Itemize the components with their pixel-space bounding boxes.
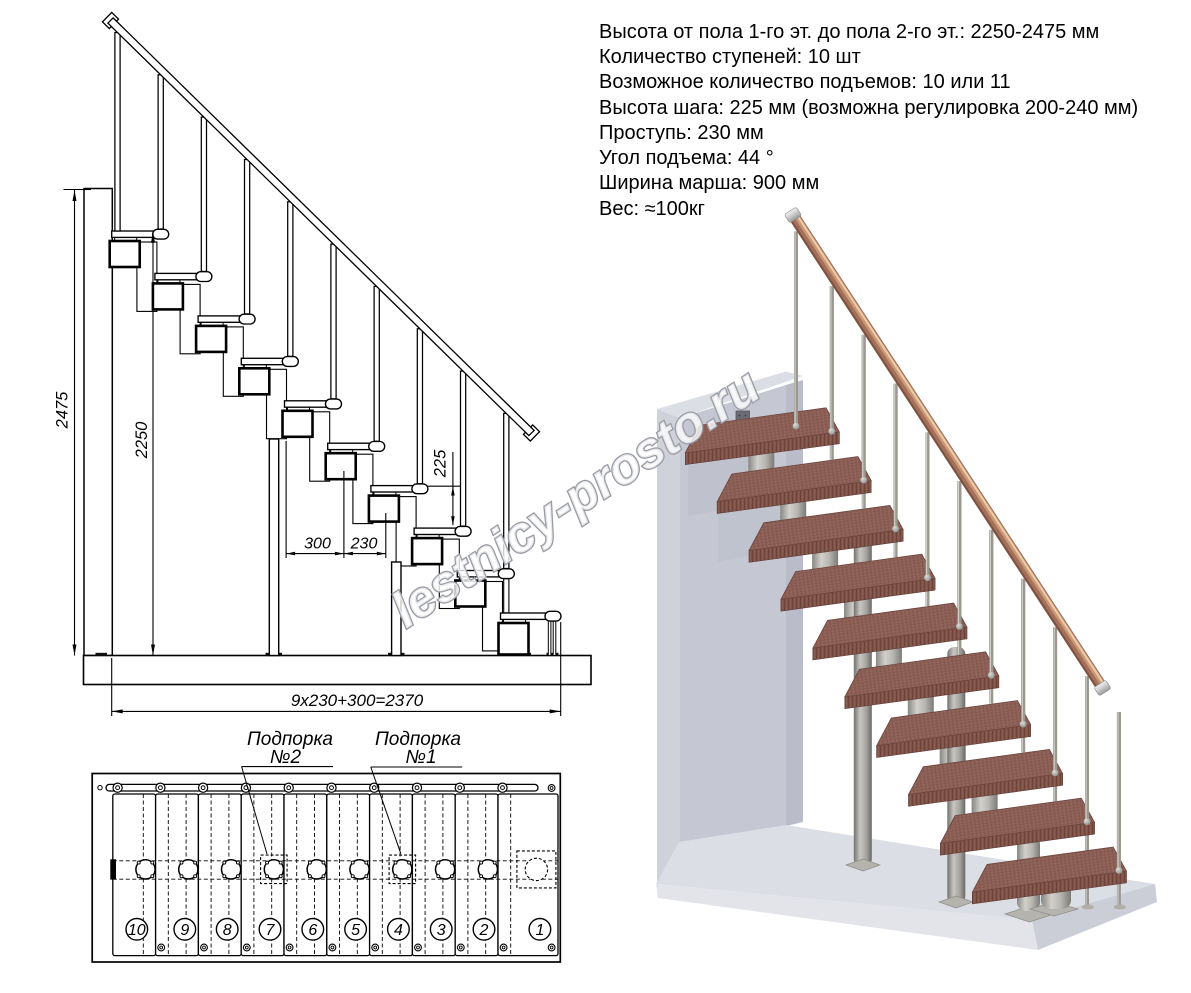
svg-text:300: 300 <box>304 536 331 553</box>
svg-text:№1: №1 <box>405 747 436 768</box>
svg-text:8: 8 <box>223 922 232 939</box>
svg-text:6: 6 <box>308 922 317 939</box>
svg-text:225: 225 <box>432 449 450 478</box>
svg-text:2250: 2250 <box>133 421 151 460</box>
svg-text:9x230+300=2370: 9x230+300=2370 <box>291 691 424 710</box>
svg-text:7: 7 <box>266 922 276 939</box>
svg-text:2: 2 <box>479 922 489 939</box>
svg-text:3: 3 <box>437 922 446 939</box>
svg-text:2475: 2475 <box>54 391 72 430</box>
svg-text:1: 1 <box>535 922 544 939</box>
svg-text:9: 9 <box>180 922 189 939</box>
svg-text:5: 5 <box>351 922 360 939</box>
svg-text:№2: №2 <box>270 747 302 768</box>
svg-text:4: 4 <box>394 922 403 939</box>
svg-text:10: 10 <box>128 922 146 939</box>
svg-text:Подпорка: Подпорка <box>247 729 333 750</box>
svg-text:230: 230 <box>350 536 378 553</box>
svg-text:Подпорка: Подпорка <box>375 729 461 750</box>
